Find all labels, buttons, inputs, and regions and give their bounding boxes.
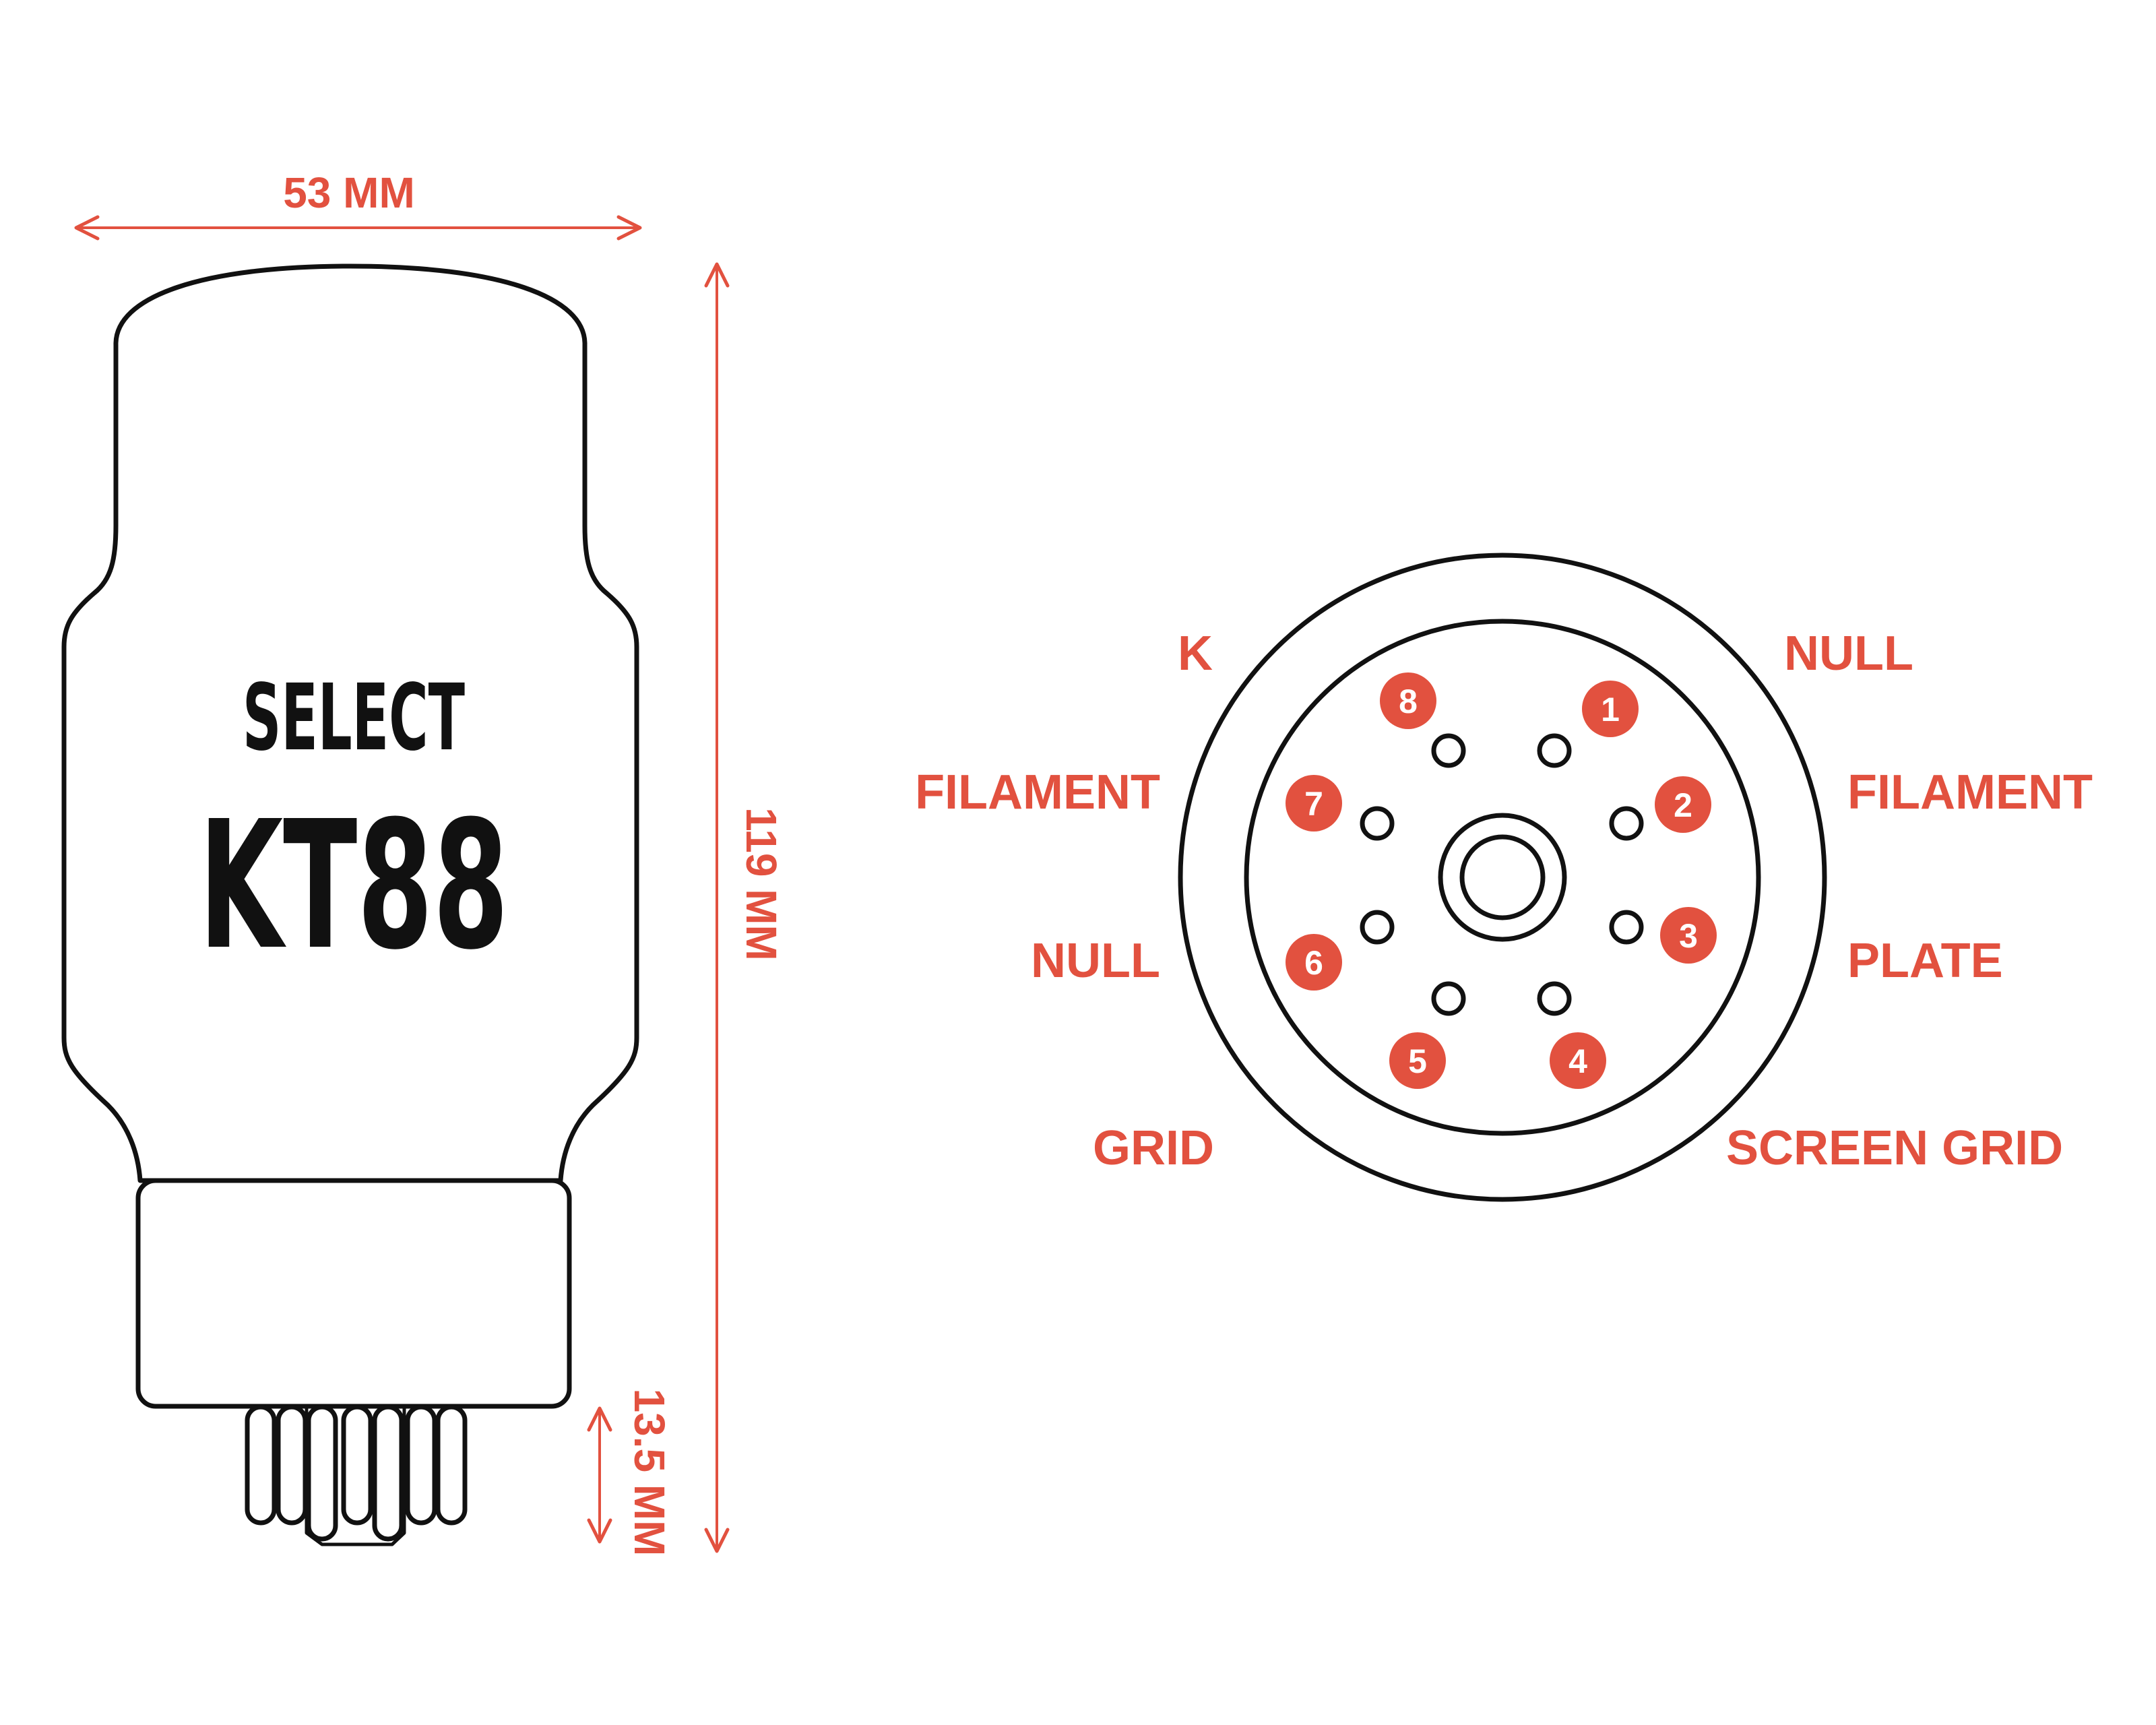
pin-number-5: 5 — [1408, 1042, 1427, 1080]
pin-number-6: 6 — [1304, 944, 1323, 982]
tube-pin — [341, 1404, 373, 1526]
pin-number-1: 1 — [1601, 691, 1620, 728]
pin-labels: NULL FILAMENT PLATE SCREEN GRID GRID NUL… — [915, 627, 2093, 1175]
pin-badge-5: 5 — [1389, 1032, 1446, 1089]
pin-number-7: 7 — [1304, 785, 1323, 823]
tube-pin — [276, 1404, 308, 1526]
tube-model: KT88 — [199, 783, 509, 989]
height-label: 119 MM — [737, 807, 786, 961]
pin-badges: 1 2 3 4 5 6 7 8 — [1286, 672, 1717, 1089]
dimension-lines — [74, 215, 730, 1553]
pin-number-4: 4 — [1568, 1042, 1587, 1080]
pin-hole-2 — [1609, 806, 1644, 841]
pin-hole-4 — [1537, 981, 1572, 1016]
pin-hole-3 — [1609, 910, 1644, 945]
socket-pinout — [1178, 553, 1827, 1202]
socket-outer-ring — [1178, 553, 1827, 1202]
pin-label-4: SCREEN GRID — [1726, 1121, 2063, 1175]
pin-label-6: NULL — [1031, 934, 1160, 988]
socket-inner-ring — [1244, 619, 1761, 1136]
tube-pin — [372, 1404, 404, 1542]
pin-hole-8 — [1431, 733, 1466, 768]
pin-badge-3: 3 — [1660, 907, 1717, 964]
pin-badge-6: 6 — [1286, 934, 1342, 991]
pin-hole-7 — [1360, 806, 1395, 841]
tube-pin — [435, 1404, 468, 1526]
tube-pin — [245, 1404, 277, 1526]
socket-key-outer — [1438, 813, 1567, 942]
pin-label-2: FILAMENT — [1847, 765, 2093, 819]
pin-label-3: PLATE — [1847, 934, 2003, 988]
tube-brand: SELECT — [243, 665, 465, 772]
pin-number-2: 2 — [1674, 786, 1692, 824]
socket-key-inner — [1459, 834, 1546, 920]
tube-pin — [306, 1404, 338, 1542]
pin-badge-4: 4 — [1550, 1032, 1606, 1089]
pin-hole-1 — [1537, 733, 1572, 768]
tube-base — [135, 1178, 572, 1409]
pin-length-label: 13.5 MM — [625, 1389, 674, 1557]
pin-number-8: 8 — [1399, 683, 1418, 720]
pin-hole-5 — [1431, 981, 1466, 1016]
tube-glass-envelope — [61, 263, 639, 1183]
pin-badge-7: 7 — [1286, 775, 1342, 832]
pin-number-3: 3 — [1679, 917, 1698, 955]
pin-badge-2: 2 — [1655, 776, 1711, 833]
pin-label-8: K — [1178, 627, 1213, 681]
pin-badge-8: 8 — [1380, 672, 1436, 729]
tube-pin — [405, 1404, 437, 1526]
pin-label-7: FILAMENT — [915, 765, 1160, 819]
width-label: 53 MM — [283, 168, 415, 217]
pin-label-5: GRID — [1093, 1121, 1214, 1175]
pin-label-1: NULL — [1784, 627, 1913, 681]
tube-pins — [245, 1404, 468, 1542]
tube-side-view — [61, 263, 639, 1546]
pin-hole-6 — [1360, 910, 1395, 945]
pin-badge-1: 1 — [1582, 681, 1639, 737]
